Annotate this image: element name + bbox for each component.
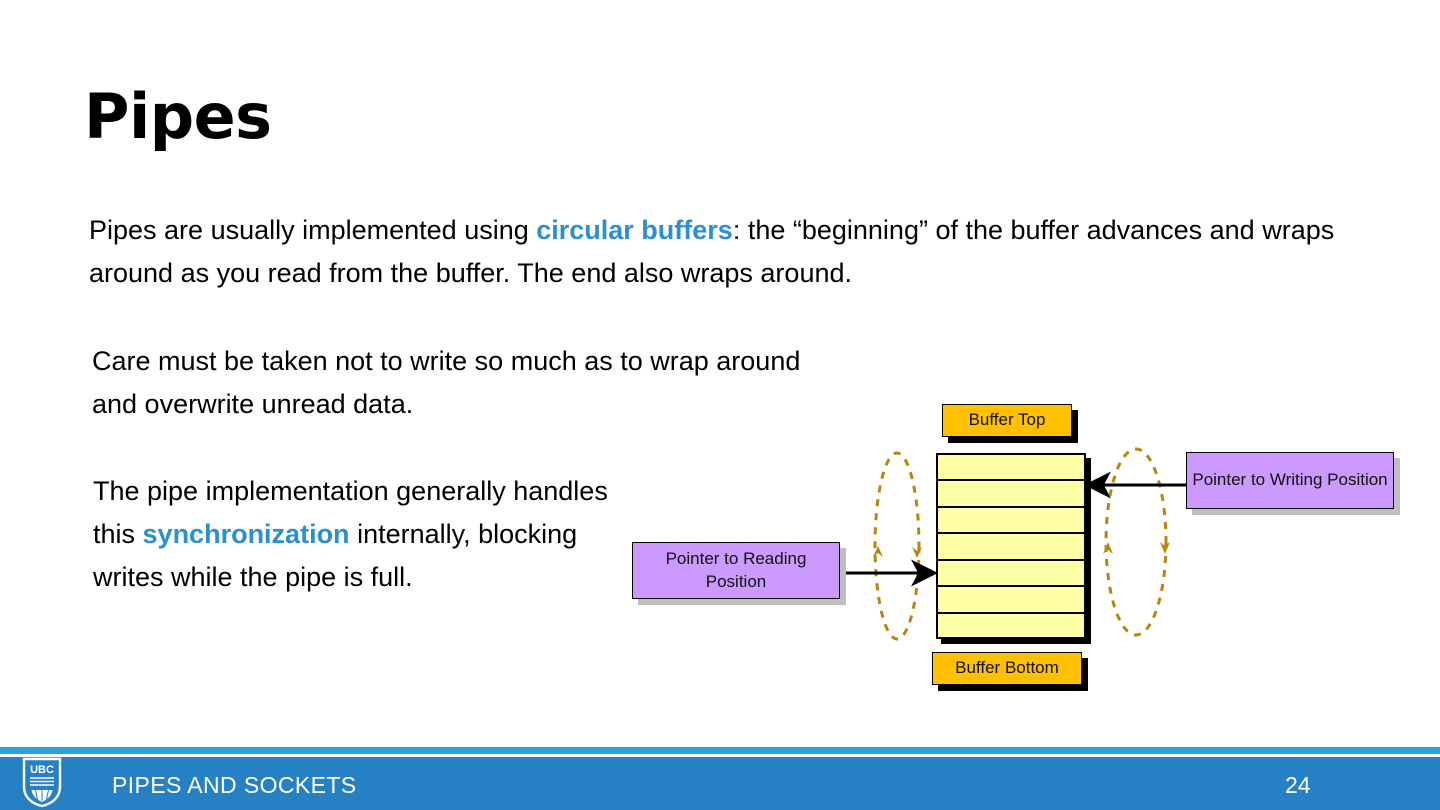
footer-bar [0, 757, 1440, 810]
buffer-cell [938, 561, 1084, 587]
highlight-circular-buffers: circular buffers [536, 215, 733, 245]
highlight-synchronization: synchronization [142, 519, 350, 549]
write-wrap-loop-icon [1103, 447, 1170, 637]
buffer-top-label: Buffer Top [968, 410, 1046, 430]
footer-page-number: 24 [1285, 772, 1311, 798]
page-title: Pipes [84, 80, 272, 153]
buffer-cell [938, 508, 1084, 534]
ubc-logo-icon: UBC [22, 757, 62, 807]
paragraph2-text: Care must be taken not to write so much … [92, 346, 801, 419]
footer-accent-strip [0, 747, 1440, 754]
buffer-bottom-callout[interactable]: Buffer Bottom [932, 652, 1082, 685]
paragraph3-part1: The pipe implementation generally handle… [93, 476, 608, 549]
buffer-top-callout[interactable]: Buffer Top [942, 404, 1072, 437]
paragraph1-part1: Pipes are usually implemented using [89, 215, 537, 245]
buffer-bottom-label: Buffer Bottom [955, 658, 1059, 678]
paragraph-synchronization: The pipe implementation generally handle… [93, 470, 653, 599]
paragraph1-part2: : the “beginning” of the buffer advances… [89, 215, 1335, 288]
buffer-cell [938, 534, 1084, 561]
read-wrap-loop-icon [873, 451, 922, 641]
reading-pointer-label: Pointer to Reading Position [665, 548, 807, 591]
writing-pointer-label: Pointer to Writing Position [1192, 470, 1388, 490]
footer-section-title: PIPES AND SOCKETS [112, 772, 357, 798]
diagram-arrows-layer [840, 447, 1190, 641]
buffer-cell [938, 481, 1084, 508]
paragraph3-part2: internally, blocking writes while the pi… [93, 519, 578, 592]
paragraph-circular-buffers: Pipes are usually implemented using circ… [89, 209, 1379, 295]
circular-buffer-diagram: Buffer Top Buffer Bottom Pointer to Read… [620, 390, 1420, 700]
writing-pointer-callout[interactable]: Pointer to Writing Position [1186, 452, 1394, 509]
paragraph-care-overwrite: Care must be taken not to write so much … [92, 340, 812, 426]
reading-pointer-callout[interactable]: Pointer to Reading Position [632, 542, 840, 599]
buffer-cell [938, 455, 1084, 481]
circular-buffer [936, 453, 1086, 639]
buffer-cell [938, 614, 1084, 637]
footer-divider [0, 754, 1440, 757]
buffer-cell [938, 587, 1084, 614]
svg-text:UBC: UBC [30, 764, 54, 776]
